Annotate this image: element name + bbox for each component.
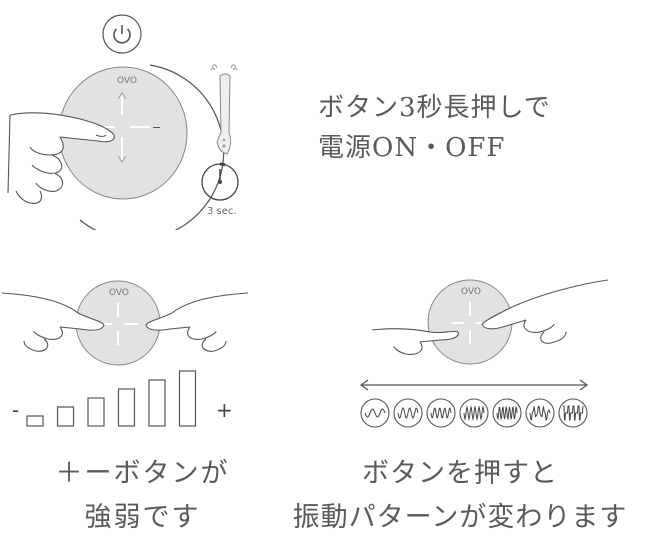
vibrator-icon	[210, 64, 238, 155]
pattern-icon-5	[492, 398, 522, 428]
timer-icon	[201, 162, 239, 201]
intensity-bar-6	[178, 370, 197, 427]
hand-right-icon	[481, 279, 609, 344]
device-outline	[79, 64, 225, 230]
caption-intensity-line1: ＋ーボタンが	[55, 458, 230, 489]
intensity-bar-4	[117, 388, 136, 427]
intensity-bar-5	[148, 379, 166, 427]
intensity-plus-label: +	[216, 398, 233, 422]
device-power-illustration: OVO + −	[7, 64, 225, 230]
pattern-icon-6	[525, 398, 555, 428]
intensity-minus-label: -	[12, 398, 20, 422]
device-brand: OVO	[117, 76, 137, 86]
pattern-range-arrow	[359, 379, 589, 391]
intensity-bar-1	[26, 415, 44, 427]
caption-pattern: ボタンを押すと 振動パターンが変わります	[275, 452, 645, 540]
hand-left-icon	[1, 292, 105, 352]
vibration-pattern-icons	[360, 398, 588, 428]
power-icon	[102, 14, 142, 54]
pattern-icon-1	[360, 398, 390, 428]
caption-power-line2: 電源ON・OFF	[318, 133, 506, 163]
device-intensity-illustration: OVO	[1, 280, 249, 366]
device-minus-label: −	[152, 121, 161, 134]
pattern-icon-4	[459, 398, 489, 428]
device-pattern-illustration: OVO	[371, 279, 609, 365]
caption-pattern-line2: 振動パターンが変わります	[292, 502, 628, 533]
device-brand: OVO	[461, 287, 481, 297]
pattern-icon-3	[426, 398, 456, 428]
caption-power: ボタン3秒長押しで 電源ON・OFF	[318, 88, 551, 168]
caption-pattern-line1: ボタンを押すと	[362, 458, 558, 489]
hand-icon	[7, 112, 115, 204]
caption-intensity: ＋ーボタンが 強弱です	[40, 452, 245, 540]
caption-power-line1: ボタン3秒長押しで	[318, 93, 551, 123]
timer-label: 3 sec.	[207, 206, 237, 217]
caption-intensity-line2: 強弱です	[84, 502, 201, 533]
intensity-bar-2	[56, 406, 75, 427]
hand-right-icon	[145, 292, 249, 352]
intensity-bars	[26, 370, 197, 427]
intensity-bar-3	[87, 397, 105, 427]
pattern-icon-2	[393, 398, 423, 428]
pattern-icon-7	[558, 398, 588, 428]
device-brand: OVO	[109, 288, 129, 298]
hand-left-icon	[371, 328, 459, 355]
